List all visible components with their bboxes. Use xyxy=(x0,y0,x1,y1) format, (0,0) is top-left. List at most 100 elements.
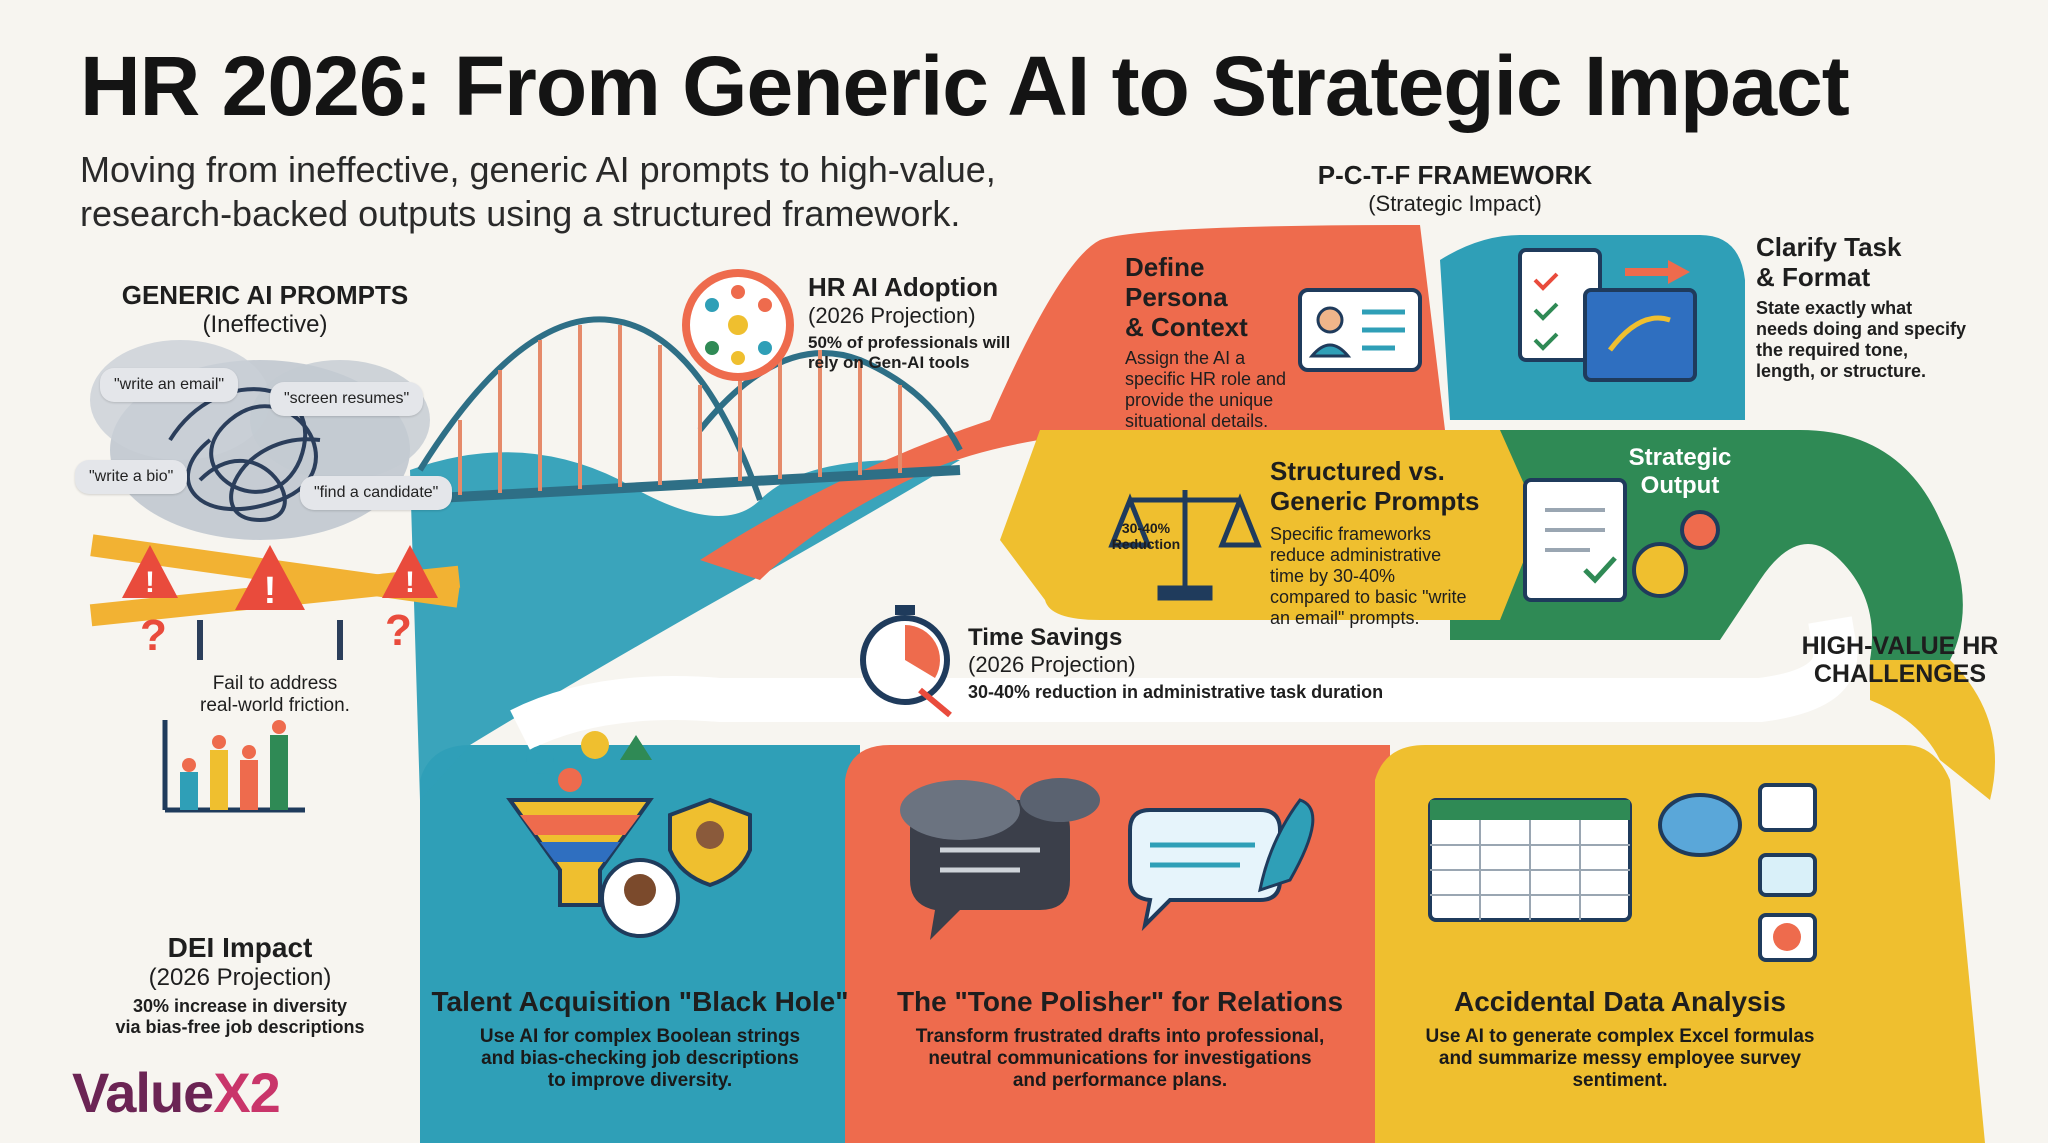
time-savings-body: 30-40% reduction in administrative task … xyxy=(968,682,1384,702)
persona-block: Define Persona & Context Assign the AI a… xyxy=(1125,252,1305,432)
tone-graphic xyxy=(900,778,1315,940)
data-analysis-block: Accidental Data Analysis Use AI to gener… xyxy=(1390,986,1850,1092)
generic-prompts-heading-block: GENERIC AI PROMPTS (Ineffective) xyxy=(110,280,420,339)
svg-text:!: ! xyxy=(145,566,155,599)
data-analysis-body-line: and summarize messy employee survey xyxy=(1438,1048,1802,1069)
persona-card-graphic xyxy=(1298,288,1422,372)
subtitle-line-2: research-backed outputs using a structur… xyxy=(80,193,961,234)
prompt-bubble: "write an email" xyxy=(100,368,239,402)
reduction-badge-label: Reduction xyxy=(1111,536,1181,552)
adoption-body: 50% of professionals will rely on Gen-AI… xyxy=(808,333,1068,373)
stopwatch-graphic xyxy=(860,605,952,718)
generic-caption: Fail to address real-world friction. xyxy=(150,673,400,717)
generic-heading: GENERIC AI PROMPTS xyxy=(121,280,409,310)
reduction-badge: 30-40% Reduction xyxy=(1106,520,1186,552)
task-title-line-2: & Format xyxy=(1756,262,1871,292)
structured-title-line-2: Generic Prompts xyxy=(1270,486,1480,516)
data-analysis-body-line: Use AI to generate complex Excel formula… xyxy=(1425,1026,1815,1047)
talent-block: Talent Acquisition "Black Hole" Use AI f… xyxy=(425,986,855,1092)
dei-body: 30% increase in diversity via bias-free … xyxy=(100,996,380,1038)
persona-body-line: specific HR role and xyxy=(1125,369,1287,389)
prompt-bubble: "screen resumes" xyxy=(270,382,424,416)
strategic-output-line-2: Output xyxy=(1640,472,1720,499)
barricade: ! ! ! ? ? xyxy=(89,534,461,660)
bar-chart-graphic xyxy=(162,720,305,813)
talent-body-line: to improve diversity. xyxy=(547,1070,733,1091)
logo-part-value: Value xyxy=(72,1061,214,1124)
persona-title-line-2: & Context xyxy=(1125,312,1248,342)
svg-text:!: ! xyxy=(264,570,277,612)
yellow-tail xyxy=(1870,660,1995,800)
logo-part-x2: X2 xyxy=(213,1061,280,1124)
task-body-line: State exactly what xyxy=(1756,298,1913,318)
talent-body-line: and bias-checking job descriptions xyxy=(481,1048,799,1069)
generic-caption-line-2: real-world friction. xyxy=(200,695,350,716)
time-savings-projection: (2026 Projection) xyxy=(968,652,1136,677)
structured-body-line: compared to basic "write xyxy=(1270,587,1467,607)
dei-body-line-2: via bias-free job descriptions xyxy=(115,1017,365,1037)
dei-body-line-1: 30% increase in diversity xyxy=(132,996,348,1016)
svg-text:!: ! xyxy=(405,566,415,599)
dei-title: DEI Impact xyxy=(167,932,313,963)
time-savings: Time Savings (2026 Projection) 30-40% re… xyxy=(968,624,1418,703)
prompt-bubble: "write a bio" xyxy=(75,460,188,494)
persona-body: Assign the AI a specific HR role and pro… xyxy=(1125,348,1305,432)
generic-caption-line-1: Fail to address xyxy=(212,673,338,694)
page-title: HR 2026: From Generic AI to Strategic Im… xyxy=(80,39,1850,133)
strategic-output-line-1: Strategic xyxy=(1628,444,1732,471)
data-analysis-title: Accidental Data Analysis xyxy=(1454,986,1786,1017)
bridge-cables xyxy=(458,325,902,495)
funnel-graphic xyxy=(506,731,752,938)
structured-body-line: an email" prompts. xyxy=(1270,608,1420,628)
task-title-line-1: Clarify Task xyxy=(1756,232,1902,262)
structured-title-line-1: Structured vs. xyxy=(1270,456,1445,486)
persona-body-line: provide the unique xyxy=(1125,390,1274,410)
tone-body-line: neutral communications for investigation… xyxy=(928,1048,1312,1069)
adoption-projection: (2026 Projection) xyxy=(808,303,976,328)
checklist-graphic xyxy=(1518,248,1697,382)
reduction-badge-value: 30-40% xyxy=(1121,520,1171,536)
hr-ai-adoption: HR AI Adoption (2026 Projection) 50% of … xyxy=(808,272,1068,373)
persona-body-line: Assign the AI a xyxy=(1125,348,1246,368)
teal-river xyxy=(410,452,960,800)
spreadsheet-graphic xyxy=(1428,783,1817,962)
tone-title: The "Tone Polisher" for Relations xyxy=(896,986,1344,1017)
framework-title: P-C-T-F FRAMEWORK xyxy=(1317,160,1593,190)
structured-block: Structured vs. Generic Prompts Specific … xyxy=(1270,456,1500,629)
tone-body-line: and performance plans. xyxy=(1012,1070,1228,1091)
framework-heading: P-C-T-F FRAMEWORK (Strategic Impact) xyxy=(1290,160,1620,217)
tone-body-line: Transform frustrated drafts into profess… xyxy=(915,1026,1325,1047)
strategic-output-label: Strategic Output xyxy=(1600,444,1760,500)
talent-body: Use AI for complex Boolean strings and b… xyxy=(425,1026,855,1092)
task-body: State exactly what needs doing and speci… xyxy=(1756,298,1986,382)
tone-body: Transform frustrated drafts into profess… xyxy=(860,1026,1380,1092)
yellow-ribbon xyxy=(1000,430,1540,620)
task-body-line: the required tone, xyxy=(1756,340,1909,360)
adoption-body-line-2: rely on Gen-AI tools xyxy=(808,353,970,372)
orange-ribbon xyxy=(700,225,1445,580)
dei-projection: (2026 Projection) xyxy=(148,964,332,991)
svg-text:?: ? xyxy=(140,611,167,660)
time-savings-title: Time Savings xyxy=(968,624,1123,651)
structured-body-line: reduce administrative xyxy=(1270,545,1442,565)
challenges-line-2: CHALLENGES xyxy=(1813,660,1987,688)
scale-graphic xyxy=(1108,490,1262,601)
subtitle-line-1: Moving from ineffective, generic AI prom… xyxy=(80,149,996,190)
talent-title: Talent Acquisition "Black Hole" xyxy=(431,986,849,1017)
page-subtitle: Moving from ineffective, generic AI prom… xyxy=(80,148,1080,236)
dei-impact: DEI Impact (2026 Projection) 30% increas… xyxy=(100,932,380,1038)
talent-body-line: Use AI for complex Boolean strings xyxy=(479,1026,801,1047)
persona-body-line: situational details. xyxy=(1125,411,1269,431)
network-icon-graphic xyxy=(682,269,794,381)
challenges-label: HIGH-VALUE HR CHALLENGES xyxy=(1780,632,2020,688)
framework-subtitle: (Strategic Impact) xyxy=(1368,191,1542,216)
generic-subheading: (Ineffective) xyxy=(202,311,328,338)
prompt-bubble: "find a candidate" xyxy=(300,476,453,510)
task-body-line: length, or structure. xyxy=(1756,361,1927,381)
valuex2-logo: ValueX2 xyxy=(72,1060,281,1125)
tone-block: The "Tone Polisher" for Relations Transf… xyxy=(860,986,1380,1092)
task-block: Clarify Task & Format State exactly what… xyxy=(1756,232,1986,382)
task-body-line: needs doing and specify xyxy=(1756,319,1967,339)
data-analysis-body: Use AI to generate complex Excel formula… xyxy=(1390,1026,1850,1092)
white-road xyxy=(510,616,1858,750)
